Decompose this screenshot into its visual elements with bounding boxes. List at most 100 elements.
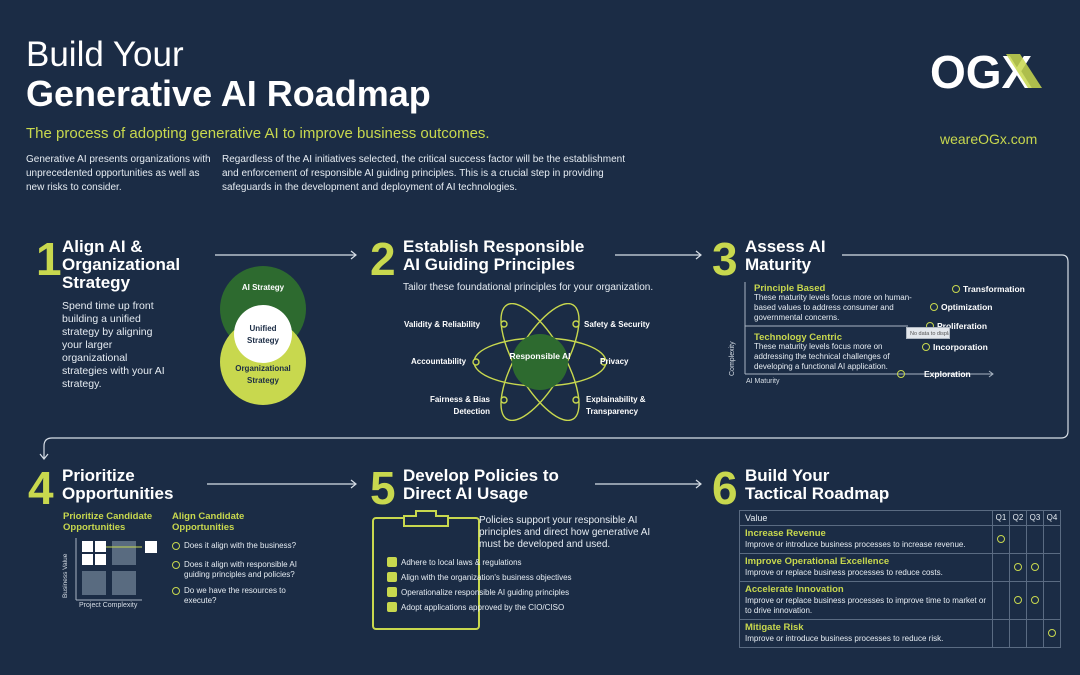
check-icon-1 — [387, 557, 397, 567]
level-optimization: Optimization — [941, 302, 993, 312]
milestone-marker — [1014, 562, 1022, 571]
row-desc: Improve or replace business processes to… — [745, 596, 986, 615]
step-6-number: 6 — [712, 462, 738, 514]
step-4-title-2: Opportunities — [62, 484, 174, 503]
step-3-title-2: Maturity — [745, 255, 812, 274]
policy-2: Align with the organization's business o… — [401, 573, 572, 582]
intro-left: Generative AI presents organizations wit… — [26, 154, 211, 193]
check-icon-4 — [387, 602, 397, 612]
question-2-dot — [172, 561, 180, 569]
maturity-y-axis: Complexity — [729, 341, 736, 376]
row-title: Mitigate Risk — [745, 622, 804, 633]
step-3-number: 3 — [712, 233, 738, 285]
step-5-body: Policies support your responsible AI pri… — [479, 515, 651, 550]
title-line-1: Build Your — [26, 35, 184, 74]
step-2-number: 2 — [370, 233, 396, 285]
step-1-body: Spend time up front building a unified s… — [62, 300, 165, 390]
technology-centric-title: Technology Centric — [754, 332, 842, 343]
row-title: Accelerate Innovation — [745, 584, 844, 595]
col-q1: Q1 — [992, 510, 1010, 526]
check-icon-2 — [387, 572, 397, 582]
level-proliferation: Proliferation — [937, 321, 988, 331]
project-complexity-axis: Project Complexity — [79, 602, 138, 609]
step-2-body: Tailor these foundational principles for… — [403, 282, 654, 293]
step-4-number: 4 — [28, 462, 54, 514]
no-data-tooltip: No data to display — [906, 327, 950, 339]
intro-right: Regardless of the AI initiatives selecte… — [222, 154, 625, 193]
question-3: Do we have the resources to execute? — [184, 586, 286, 605]
milestone-marker — [1014, 595, 1022, 604]
level-transformation: Transformation — [963, 284, 1025, 294]
principle-privacy: Privacy — [600, 357, 629, 366]
col-q4: Q4 — [1043, 510, 1061, 526]
website-link[interactable]: weareOGx.com — [940, 131, 1038, 147]
step-1-title: Align AI & Organizational Strategy — [62, 237, 181, 292]
maturity-chart-axes — [744, 282, 994, 378]
venn-org-strategy: Organizational Strategy — [235, 364, 291, 385]
step-6-title-2: Tactical Roadmap — [745, 484, 890, 503]
step-2-title-2: AI Guiding Principles — [403, 255, 575, 274]
subtitle: The process of adopting generative AI to… — [26, 125, 490, 142]
principle-based-body: These maturity levels focus more on huma… — [754, 293, 912, 322]
col-q3: Q3 — [1026, 510, 1044, 526]
question-1-dot — [172, 542, 180, 550]
step-4-title-1: Prioritize — [62, 466, 135, 485]
ogx-logo: OGX — [930, 46, 1042, 98]
row-desc: Improve or replace business processes to… — [745, 568, 943, 577]
principle-validity: Validity & Reliability — [404, 320, 481, 329]
col-q2: Q2 — [1009, 510, 1027, 526]
venn-unified-strategy: Unified Strategy — [246, 324, 279, 345]
question-3-dot — [172, 587, 180, 595]
milestone-marker — [1031, 562, 1039, 571]
step-5-number: 5 — [370, 462, 396, 514]
level-optimization-dot — [930, 303, 938, 311]
level-incorporation-dot — [922, 343, 930, 351]
level-transformation-dot — [952, 285, 960, 293]
title-line-2: Generative AI Roadmap — [26, 73, 431, 114]
step-5-title-2: Direct AI Usage — [403, 484, 529, 503]
level-exploration: Exploration — [924, 369, 971, 379]
row-title: Improve Operational Excellence — [745, 556, 890, 567]
policy-1: Adhere to local laws & regulations — [401, 558, 522, 567]
step-2-title-1: Establish Responsible — [403, 237, 585, 256]
policy-3: Operationalize responsible AI guiding pr… — [401, 588, 570, 597]
check-icon-3 — [387, 587, 397, 597]
milestone-marker — [1048, 628, 1056, 637]
step-6-title-1: Build Your — [745, 466, 830, 485]
row-title: Increase Revenue — [745, 528, 826, 539]
principle-based-title: Principle Based — [754, 283, 826, 294]
responsible-ai-center: Responsible AI — [509, 351, 571, 361]
principle-explainability: Explainability & Transparency — [586, 395, 646, 416]
principle-accountability: Accountability — [411, 357, 467, 366]
milestone-marker — [997, 534, 1005, 543]
step-5-title-1: Develop Policies to — [403, 466, 559, 485]
clipboard-icon — [372, 510, 480, 630]
venn-ai-strategy: AI Strategy — [241, 283, 285, 292]
level-incorporation: Incorporation — [933, 342, 988, 352]
align-candidate-title: Align Candidate Opportunities — [172, 511, 245, 533]
principle-fairness: Fairness & Bias Detection — [429, 395, 490, 416]
technology-centric-body: These maturity levels focus more on addr… — [754, 342, 890, 371]
policy-4: Adopt applications approved by the CIO/C… — [401, 603, 565, 612]
question-1: Does it align with the business? — [184, 541, 297, 550]
row-desc: Improve or introduce business processes … — [745, 540, 966, 549]
step-3-title-1: Assess AI — [745, 237, 826, 256]
principle-safety: Safety & Security — [584, 320, 650, 329]
priority-matrix — [75, 538, 157, 601]
step-1-number: 1 — [36, 233, 62, 285]
strategy-venn: AI Strategy Unified Strategy Organizatio… — [214, 265, 314, 405]
maturity-x-axis: AI Maturity — [746, 378, 780, 385]
level-exploration-dot — [897, 370, 905, 378]
row-desc: Improve or introduce business processes … — [745, 634, 944, 643]
question-2: Does it align with responsible AI guidin… — [184, 560, 297, 579]
business-value-axis: Business Value — [62, 553, 69, 598]
prioritize-candidate-title: Prioritize Candidate Opportunities — [63, 511, 153, 533]
col-value: Value — [739, 510, 993, 526]
milestone-marker — [1031, 595, 1039, 604]
